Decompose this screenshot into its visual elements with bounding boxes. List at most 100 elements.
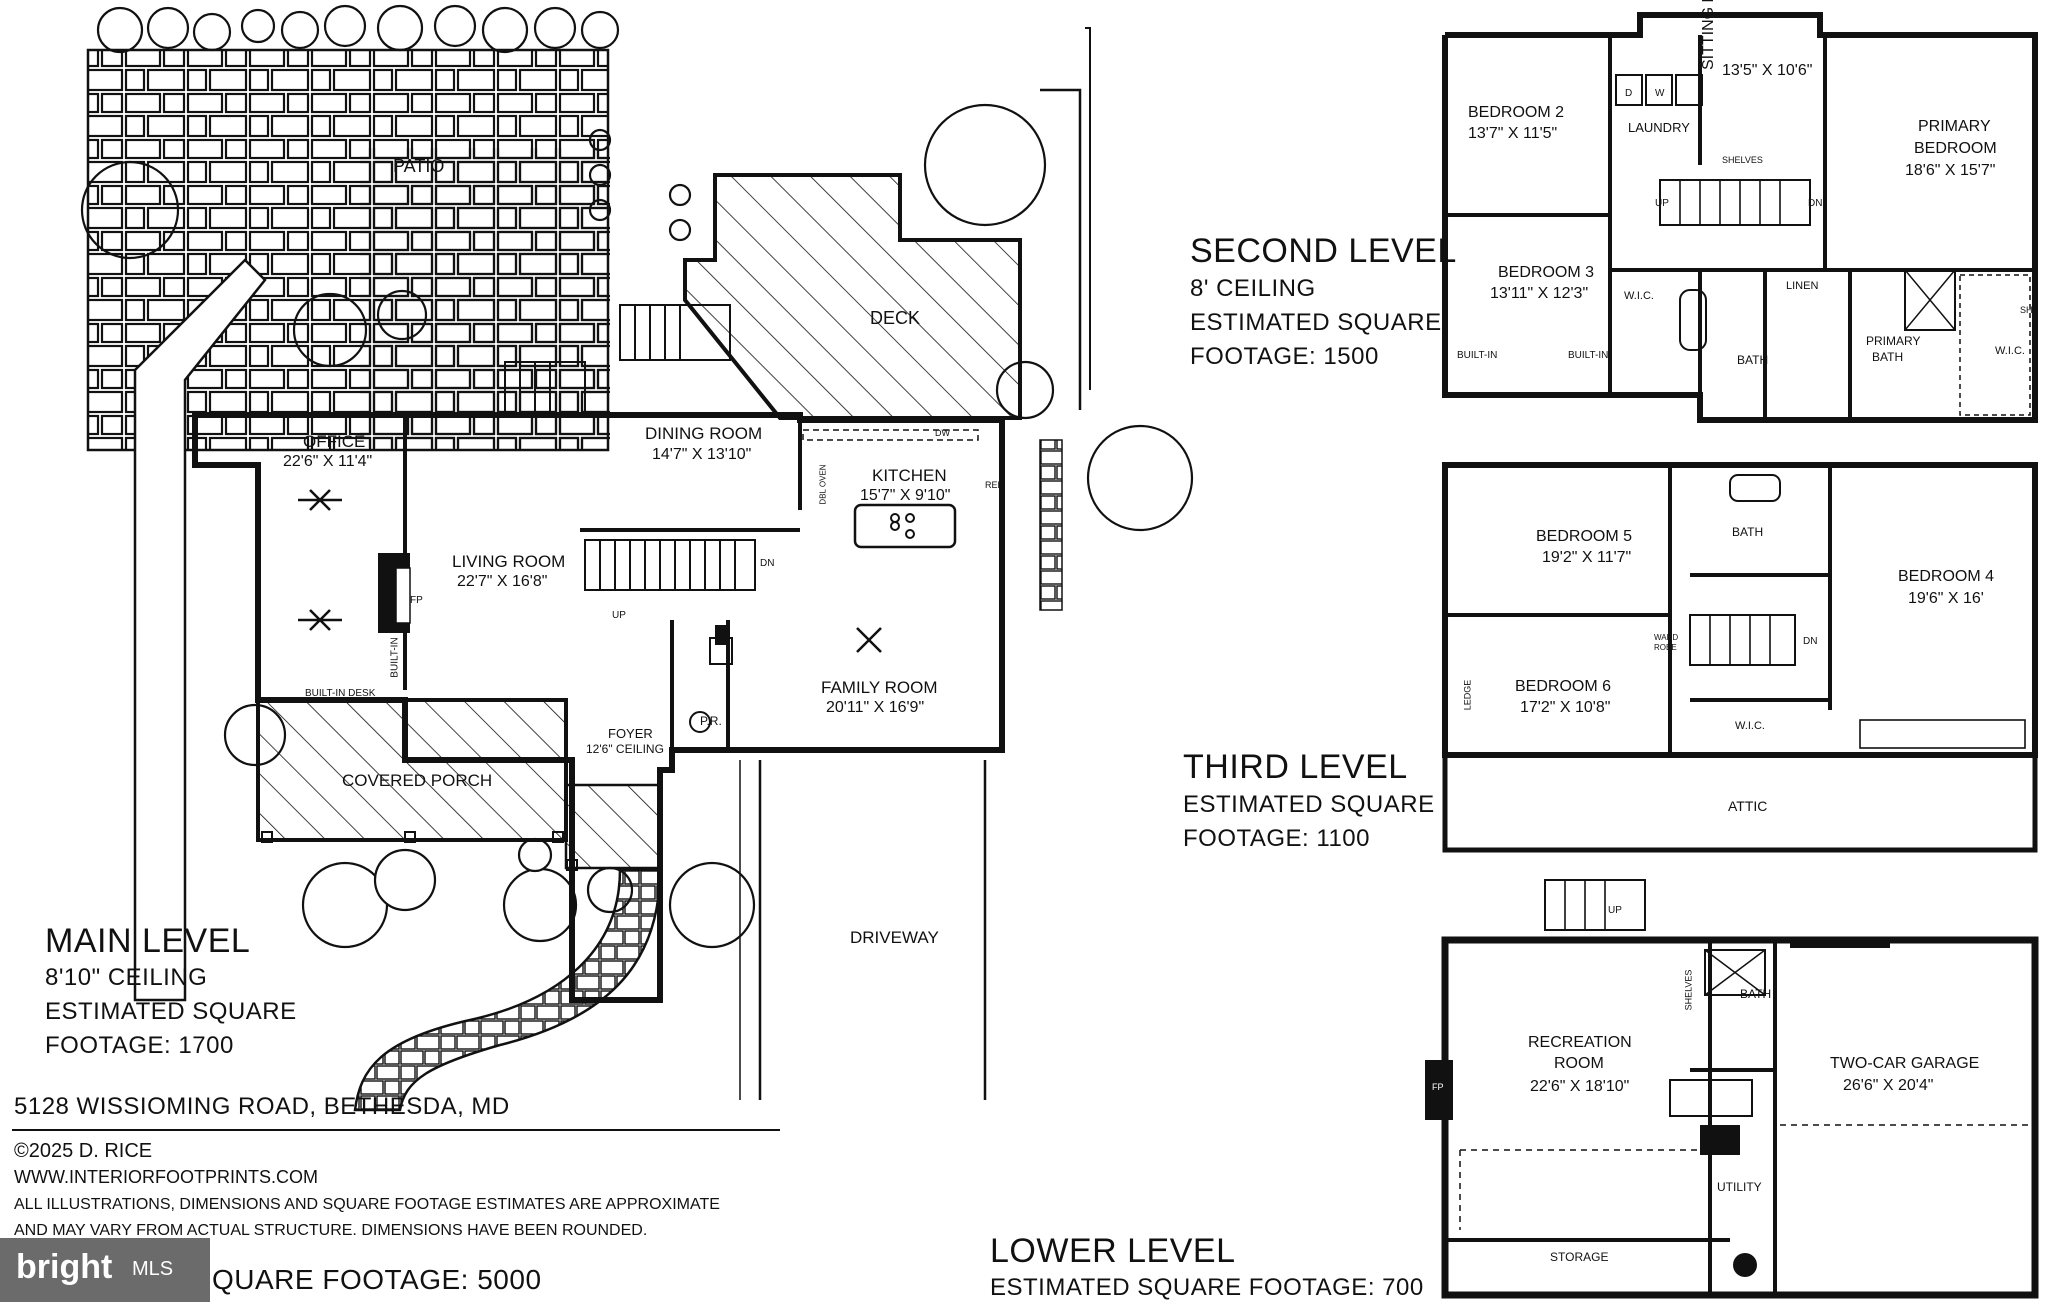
label-bath-lower: BATH — [1740, 987, 1772, 1001]
label-robe: ROBE — [1654, 643, 1677, 652]
lower-stairs — [1544, 879, 1646, 931]
label-primary-bath2: BATH — [1872, 350, 1904, 364]
third-level-plan — [1442, 462, 2038, 853]
total-square-footage: QUARE FOOTAGE: 5000 — [212, 1264, 542, 1295]
label-wic-3: W.I.C. — [1735, 720, 1765, 732]
label-dbl-oven: DBL OVEN — [818, 464, 828, 505]
label-washer: W — [1655, 88, 1665, 99]
copyright: ©2025 D. RICE — [14, 1140, 153, 1162]
second-level-footage: FOOTAGE: 1500 — [1190, 343, 1379, 370]
second-level-plan — [1442, 12, 2038, 423]
ceiling-fan-icons — [298, 489, 882, 653]
bright-mls-watermark: bright MLS — [0, 1238, 210, 1302]
front-walkway — [353, 868, 662, 1112]
label-bedroom2: BEDROOM 2 — [1468, 104, 1565, 121]
label-powder-room: P.R. — [700, 714, 722, 728]
label-wic-primary: W.I.C. — [1995, 345, 2025, 357]
label-kitchen: KITCHEN — [872, 466, 947, 485]
side-walkway — [133, 258, 267, 1002]
label-linen: LINEN — [1786, 280, 1819, 292]
label-primary-dim: 18'6" X 15'7" — [1905, 162, 1996, 179]
main-level-plan — [80, 4, 1194, 1112]
label-shelves-lower: SHELVES — [1683, 969, 1694, 1011]
label-bedroom5: BEDROOM 5 — [1536, 528, 1633, 545]
label-bedroom6: BEDROOM 6 — [1515, 678, 1612, 695]
label-fp: FP — [410, 595, 423, 606]
label-storage: STORAGE — [1550, 1250, 1609, 1264]
label-up-2: UP — [1655, 198, 1669, 209]
label-attic: ATTIC — [1728, 798, 1768, 814]
label-office: OFFICE — [303, 432, 366, 451]
label-family: FAMILY ROOM — [821, 678, 938, 697]
address: 5128 WISSIOMING ROAD, BETHESDA, MD — [14, 1093, 510, 1120]
label-primary: PRIMARY — [1918, 118, 1991, 135]
label-built-in: BUILT-IN — [389, 637, 401, 678]
label-deck: DECK — [870, 308, 921, 328]
label-covered-porch: COVERED PORCH — [342, 771, 493, 790]
label-up-lower: UP — [1608, 905, 1622, 916]
kitchen-island — [853, 503, 957, 549]
label-built-in-left: BUILT-IN — [1457, 350, 1498, 361]
label-bedroom2-dim: 13'7" X 11'5" — [1468, 125, 1558, 142]
label-bedroom3: BEDROOM 3 — [1498, 264, 1595, 281]
label-shower: SH — [2020, 305, 2033, 315]
label-family-dim: 20'11" X 16'9" — [826, 699, 925, 716]
main-level-ceiling: 8'10" CEILING — [45, 964, 208, 991]
label-bath-3: BATH — [1732, 525, 1764, 539]
label-fp-lower: FP — [1432, 1082, 1444, 1092]
label-primary-bath: PRIMARY — [1866, 334, 1921, 348]
label-ledge: LEDGE — [1462, 679, 1473, 711]
label-dn-3: DN — [1803, 636, 1818, 647]
stepping-stones — [1039, 439, 1063, 611]
label-bath: BATH — [1737, 353, 1769, 367]
label-ward: WARD — [1654, 633, 1679, 642]
disclaimer-line-1: ALL ILLUSTRATIONS, DIMENSIONS AND SQUARE… — [14, 1196, 720, 1213]
disclaimer-line-2: AND MAY VARY FROM ACTUAL STRUCTURE. DIME… — [14, 1222, 648, 1239]
label-bedroom6-dim: 17'2" X 10'8" — [1520, 699, 1611, 716]
website-link[interactable]: WWW.INTERIORFOOTPRINTS.COM — [14, 1167, 318, 1187]
third-level-est: ESTIMATED SQUARE — [1183, 791, 1435, 818]
label-utility: UTILITY — [1717, 1180, 1762, 1194]
second-stairs — [1659, 179, 1811, 226]
label-living-dim: 22'7" X 16'8" — [457, 573, 548, 590]
lower-level-footage: ESTIMATED SQUARE FOOTAGE: 700 — [990, 1274, 1424, 1301]
label-built-in-desk: BUILT-IN DESK — [305, 688, 376, 699]
label-sitting-dim: 13'5" X 10'6" — [1722, 62, 1813, 79]
label-shelves: SHELVES — [1722, 155, 1763, 165]
lower-level-title: LOWER LEVEL — [990, 1232, 1236, 1270]
label-bedroom4-dim: 19'6" X 16' — [1908, 590, 1984, 607]
label-primary-bedroom: BEDROOM — [1914, 140, 1997, 157]
label-dryer: D — [1625, 88, 1633, 99]
second-level-ceiling: 8' CEILING — [1190, 275, 1316, 302]
label-driveway: DRIVEWAY — [850, 928, 939, 947]
watermark-brand: bright — [16, 1248, 113, 1286]
label-foyer-ceiling: 12'6" CEILING — [586, 742, 664, 756]
label-built-in-right: BUILT-IN — [1568, 350, 1609, 361]
label-recreation: RECREATION — [1528, 1034, 1632, 1051]
lower-level-plan — [1425, 879, 2039, 1299]
third-level-title: THIRD LEVEL — [1183, 748, 1408, 786]
second-level-title: SECOND LEVEL — [1190, 232, 1457, 270]
main-level-est: ESTIMATED SQUARE — [45, 998, 297, 1025]
watermark-mls: MLS — [132, 1258, 174, 1280]
lower-fireplace — [1425, 1060, 1453, 1120]
label-dining-dim: 14'7" X 13'10" — [652, 446, 752, 463]
label-bedroom4: BEDROOM 4 — [1898, 568, 1995, 585]
label-office-dim: 22'6" X 11'4" — [283, 453, 373, 470]
label-dw: DW — [935, 428, 950, 438]
label-patio: PATIO — [393, 156, 445, 176]
label-kitchen-dim: 15'7" X 9'10" — [860, 487, 951, 504]
label-living: LIVING ROOM — [452, 552, 566, 571]
label-recreation-dim: 22'6" X 18'10" — [1530, 1078, 1630, 1095]
label-recreation-room: ROOM — [1554, 1055, 1604, 1072]
main-stairs — [504, 304, 756, 591]
label-foyer: FOYER — [608, 726, 653, 741]
label-up: UP — [612, 610, 626, 621]
label-dn-2: DN — [1808, 198, 1823, 209]
attic — [1442, 752, 2038, 853]
main-level-title: MAIN LEVEL — [45, 922, 251, 960]
label-garage: TWO-CAR GARAGE — [1830, 1055, 1980, 1072]
label-dining: DINING ROOM — [645, 424, 763, 443]
second-level-est: ESTIMATED SQUARE — [1190, 309, 1442, 336]
